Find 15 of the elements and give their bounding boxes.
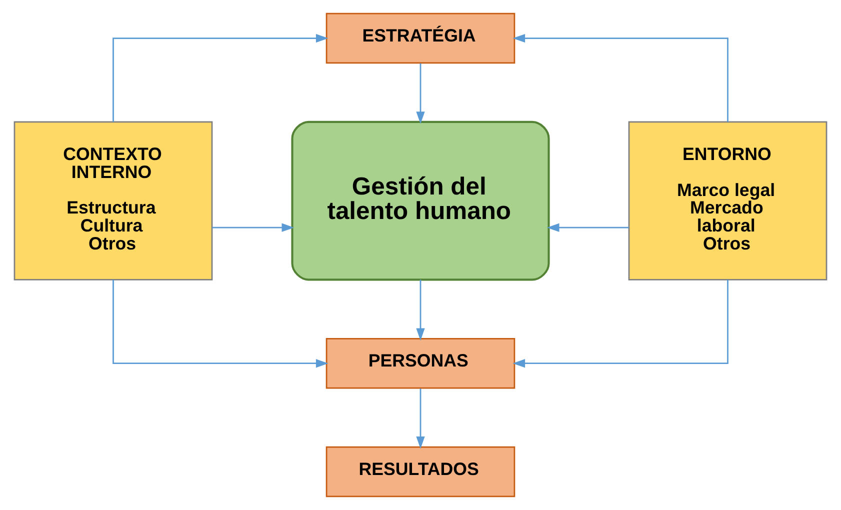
- arrow: [546, 223, 629, 232]
- node-box: RESULTADOS: [326, 446, 516, 498]
- arrow: [112, 34, 328, 122]
- node-box: ENTORNO Marco legal Mercado laboral Otros: [628, 121, 828, 280]
- arrow: [416, 388, 425, 449]
- node-box: ESTRATÉGIA: [326, 12, 516, 64]
- arrow: [416, 63, 425, 124]
- node-box: PERSONAS: [326, 338, 516, 389]
- node-box: Gestión del talento humano: [291, 120, 550, 281]
- node-box: CONTEXTO INTERNO Estructura Cultura Otros: [14, 121, 213, 280]
- arrow: [112, 280, 328, 368]
- arrow: [512, 280, 728, 368]
- arrow: [416, 280, 425, 341]
- arrow: [212, 223, 294, 232]
- arrow: [512, 34, 728, 122]
